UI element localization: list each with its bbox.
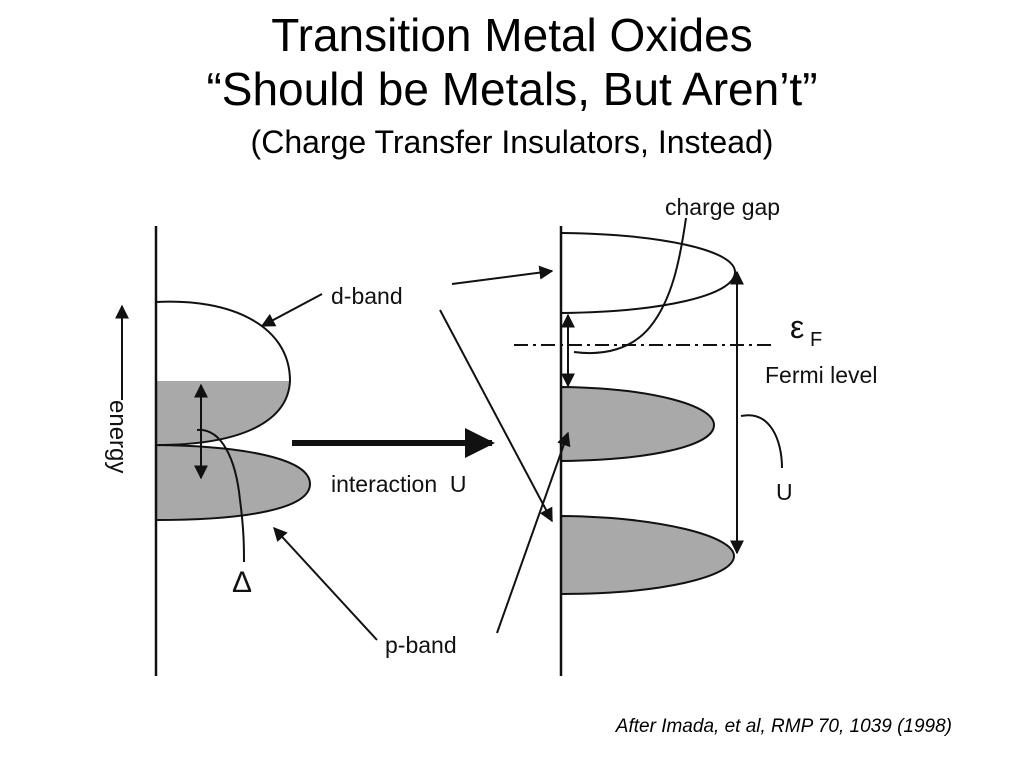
d-band-lower-filled	[156, 381, 290, 445]
charge-gap-label: charge gap	[665, 194, 780, 220]
right-panel: charge gap ε F Fermi level U	[439, 194, 877, 676]
p-band-left	[155, 443, 312, 522]
fermi-subscript: F	[810, 329, 822, 351]
interaction-arrow-group: interaction U	[292, 428, 495, 497]
p-band-cross-arrow	[496, 431, 571, 634]
d-band-arrow-left	[260, 293, 323, 327]
slide-title: Transition Metal Oxides	[271, 9, 753, 61]
energy-axis-label: energy	[104, 400, 131, 473]
u-pointer-curve	[740, 414, 783, 469]
slide-subtitle: “Should be Metals, But Aren’t”	[206, 63, 818, 115]
lower-hubbard-band	[560, 514, 736, 596]
upper-hubbard-band	[560, 232, 737, 314]
fermi-symbol: ε	[790, 309, 804, 345]
d-band-label: d-band	[331, 283, 403, 309]
d-band-cross-arrow	[439, 309, 553, 523]
slide-title-block: Transition Metal Oxides “Should be Metal…	[0, 8, 1024, 158]
d-band-upper	[156, 301, 290, 381]
charge-gap-pointer-curve	[573, 217, 687, 355]
delta-pointer-curve	[196, 428, 245, 563]
d-band-arrow-right	[451, 265, 554, 285]
p-band-right	[560, 385, 716, 463]
p-band-label: p-band	[385, 632, 457, 658]
d-band-outline	[155, 300, 292, 446]
citation-caption: After Imada, et al, RMP 70, 1039 (1998)	[615, 716, 952, 737]
u-label: U	[776, 479, 793, 505]
fermi-level-label: Fermi level	[765, 362, 877, 388]
left-panel: energy Δ d-band p-band	[104, 226, 457, 676]
p-band-arrow-left	[273, 526, 378, 641]
slide-subtitle-secondary: (Charge Transfer Insulators, Instead)	[250, 124, 774, 160]
delta-label: Δ	[232, 566, 252, 599]
interaction-u-label: interaction U	[331, 471, 467, 497]
